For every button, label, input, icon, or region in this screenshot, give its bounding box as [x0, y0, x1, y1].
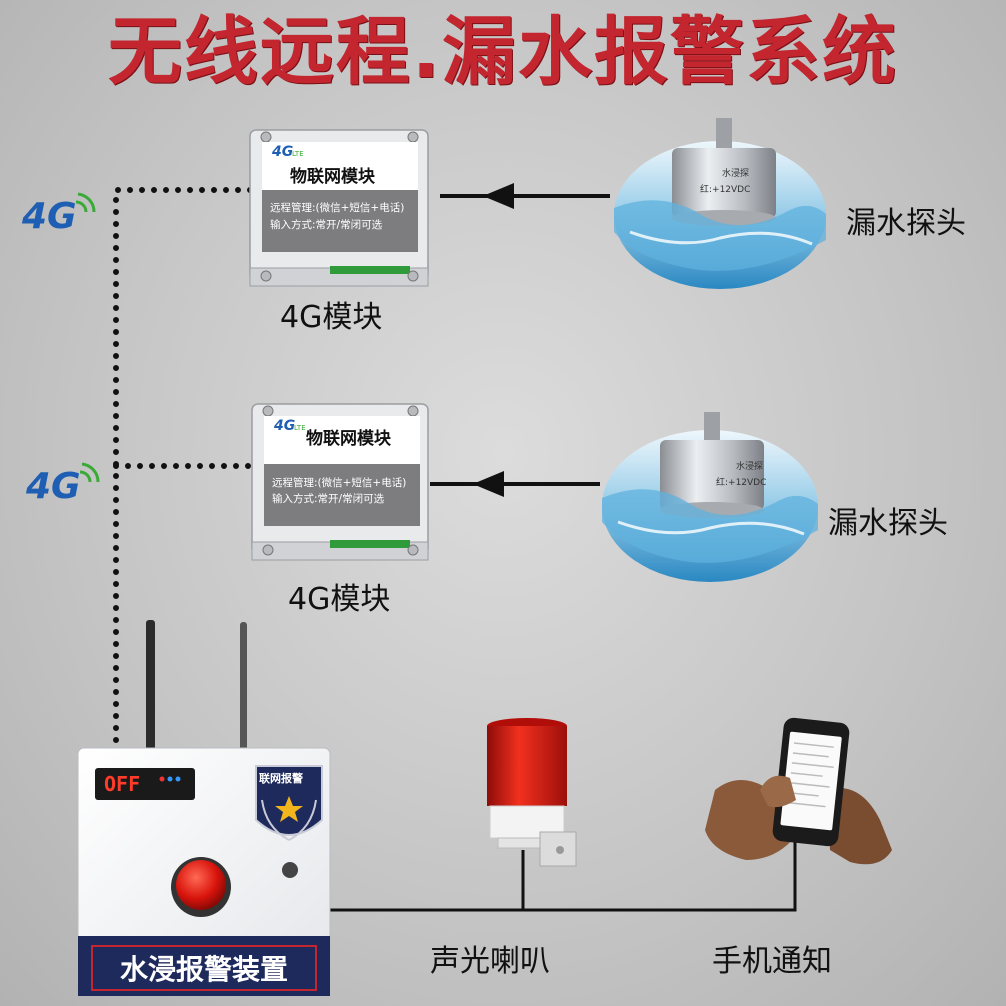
- module-1-badge-sub: LTE: [292, 150, 304, 158]
- iot-module-1: [249, 129, 429, 287]
- module-1-header: 物联网模块: [290, 166, 376, 187]
- phone-caption: 手机通知: [712, 944, 832, 979]
- device-nameplate-text: 水浸报警装置: [120, 953, 288, 986]
- wireless-link-module-1: [113, 187, 261, 743]
- probe-1-caption: 漏水探头: [846, 206, 966, 241]
- module-1-badge: 4G: [271, 144, 293, 160]
- siren-light: [487, 718, 577, 867]
- antenna-left: [146, 620, 155, 750]
- module-2-badge-sub: LTE: [294, 424, 306, 432]
- leak-probe-2: [602, 412, 818, 582]
- probe-1-label-top: 水浸探: [722, 167, 749, 179]
- device-display-text: OFF: [104, 772, 140, 796]
- wired-links: [330, 840, 797, 912]
- module-2-caption: 4G模块: [288, 582, 391, 617]
- alarm-button[interactable]: [176, 860, 226, 910]
- signal-arrows: [430, 183, 610, 497]
- diagram-title: 无线远程.漏水报警系统: [107, 9, 899, 95]
- signal-4g-icon-2: 4G: [25, 462, 100, 507]
- device-badge-text: 联网报警: [259, 771, 303, 785]
- siren-caption: 声光喇叭: [430, 944, 550, 979]
- device-display: [95, 768, 195, 800]
- module-2-header: 物联网模块: [306, 428, 392, 449]
- leak-probe-1: [614, 118, 826, 289]
- star-icon: [275, 796, 303, 822]
- antenna-right: [240, 622, 247, 750]
- module-1-line2: 输入方式:常开/常闭可选: [270, 218, 383, 231]
- probe-2-caption: 漏水探头: [828, 506, 948, 541]
- signal-4g-icon-1: 4G: [21, 192, 96, 237]
- signal-text-1: 4G: [21, 196, 77, 237]
- arrowhead-2: [472, 471, 504, 497]
- wire-to-phone: [330, 840, 797, 912]
- module-2-line1: 远程管理:(微信+短信+电话): [272, 476, 406, 489]
- iot-module-2: [251, 403, 429, 561]
- sensor-dot-icon: [282, 862, 298, 878]
- wireless-links: [113, 187, 261, 743]
- module-1-line1: 远程管理:(微信+短信+电话): [270, 201, 404, 214]
- module-1-caption: 4G模块: [280, 300, 383, 335]
- module-2-badge: 4G: [273, 418, 295, 434]
- signal-text-2: 4G: [25, 466, 81, 507]
- probe-2-label-mid: 红:+12VDC: [716, 476, 766, 488]
- probe-2-label-top: 水浸探: [736, 460, 763, 472]
- antennas: [146, 620, 247, 750]
- phone-in-hand-icon: [705, 717, 892, 865]
- arrowhead-1: [482, 183, 514, 209]
- module-2-line2: 输入方式:常开/常闭可选: [272, 492, 385, 505]
- probe-1-label-mid: 红:+12VDC: [700, 183, 750, 195]
- alarm-device: [77, 747, 331, 996]
